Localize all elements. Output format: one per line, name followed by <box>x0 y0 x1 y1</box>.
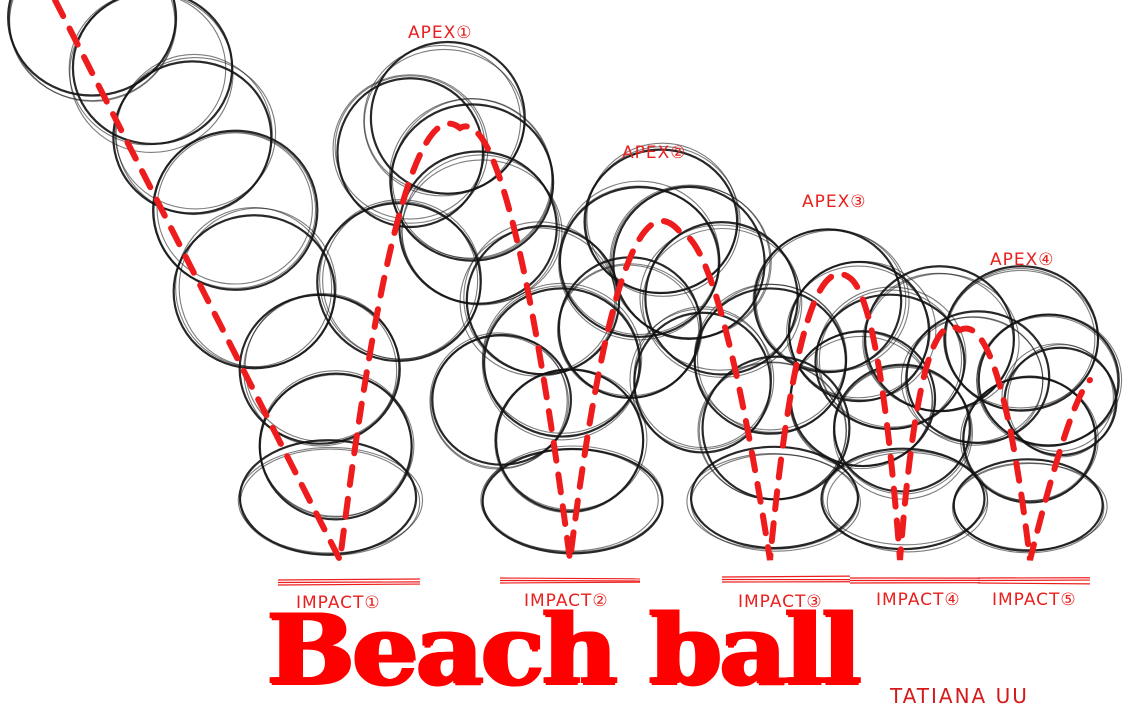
impact-label-5: IMPACT⑤ <box>992 590 1077 610</box>
ground-line <box>977 582 1091 585</box>
ball-sketch-circle <box>238 439 418 556</box>
ball-sketch-circle <box>8 0 176 102</box>
apex-label-2: APEX② <box>622 143 687 163</box>
ball-sketch-circle <box>429 332 568 470</box>
ball-sketch-circle <box>430 335 569 469</box>
ball-sketch-circle <box>609 184 771 339</box>
ball-sketch-circle <box>481 285 642 441</box>
ball-sketch-circle <box>953 462 1108 551</box>
ball-sketch-circle <box>151 131 317 289</box>
ball-sketch-circle <box>629 308 775 450</box>
impact-label-3: IMPACT③ <box>738 592 823 612</box>
ball-sketch-circle <box>822 450 989 546</box>
ball-sketch-circle <box>156 132 313 285</box>
ball-sketch-circle <box>585 145 741 297</box>
ground-line <box>277 583 421 586</box>
ball-sketch-circle <box>389 103 555 262</box>
ground-lines <box>277 575 1091 586</box>
ball-sketch-circle <box>239 448 421 557</box>
ball-sketch-circle <box>863 273 1020 413</box>
ground-line <box>277 578 421 581</box>
ball-sketch-circle <box>391 98 554 260</box>
ball-sketch-circle <box>258 370 412 518</box>
page-title: Beach ball <box>266 593 861 706</box>
ball-sketch-circle <box>115 53 273 216</box>
ball-sketch-circle <box>639 224 801 371</box>
ball-sketch-circle <box>431 333 573 466</box>
ball-sketch-circle <box>633 306 773 449</box>
apex-label-3: APEX③ <box>802 192 867 212</box>
ball-sketch-circle <box>9 0 178 102</box>
ball-sketch-circle <box>152 129 319 291</box>
apex-label-4: APEX④ <box>990 250 1055 270</box>
ball-sketch-circle <box>686 452 859 550</box>
ball-sketch-circle <box>558 185 719 341</box>
ball-sketch-circle <box>698 362 847 500</box>
ball-sketch-circle <box>976 315 1119 448</box>
ball-sketch-circle <box>900 316 1044 443</box>
ball-sketch-circle <box>752 228 907 372</box>
ball-sketch-circle <box>642 227 803 378</box>
ground-line <box>721 575 851 578</box>
ground-line <box>499 577 641 580</box>
ball-sketch-circle <box>583 148 739 295</box>
ball-sketch-circle <box>943 269 1099 409</box>
ball-drawings <box>7 0 1123 557</box>
ball-sketch-circle <box>237 446 424 554</box>
ball-sketch-circle <box>69 0 234 153</box>
ball-sketch-circle <box>959 377 1099 502</box>
ball-sketch-circle <box>945 268 1096 411</box>
ball-sketch-circle <box>905 310 1051 445</box>
ball-sketch-circle <box>788 260 937 401</box>
ball-sketch-circle <box>388 98 553 259</box>
ball-sketch-circle <box>178 207 337 368</box>
ball-sketch-circle <box>316 202 482 362</box>
impact-label-4: IMPACT④ <box>876 590 961 610</box>
ball-sketch-circle <box>951 462 1105 554</box>
ball-sketch-circle <box>114 56 277 210</box>
ball-sketch-circle <box>690 453 861 552</box>
ball-sketch-circle <box>71 0 234 146</box>
ball-sketch-circle <box>586 142 739 294</box>
impact-label-2: IMPACT② <box>524 591 609 611</box>
ball-sketch-circle <box>1007 343 1116 458</box>
ball-sketch-circle <box>172 214 336 370</box>
ball-sketch-circle <box>755 229 910 373</box>
ball-sketch-circle <box>112 60 273 215</box>
impact-label-1: IMPACT① <box>296 593 381 613</box>
apex-label-1: APEX① <box>408 23 473 43</box>
ball-sketch-circle <box>612 185 766 340</box>
ground-line <box>499 581 641 584</box>
ball-sketch-circle <box>816 286 967 428</box>
ball-sketch-circle <box>482 287 641 438</box>
ball-sketch-circle <box>401 159 563 305</box>
ball-sketch-circle <box>7 0 177 97</box>
bounce-trajectory <box>52 0 1093 571</box>
author-signature: TATIANA UU <box>890 684 1029 708</box>
ball-sketch-circle <box>559 180 721 336</box>
ground-line <box>277 581 421 584</box>
